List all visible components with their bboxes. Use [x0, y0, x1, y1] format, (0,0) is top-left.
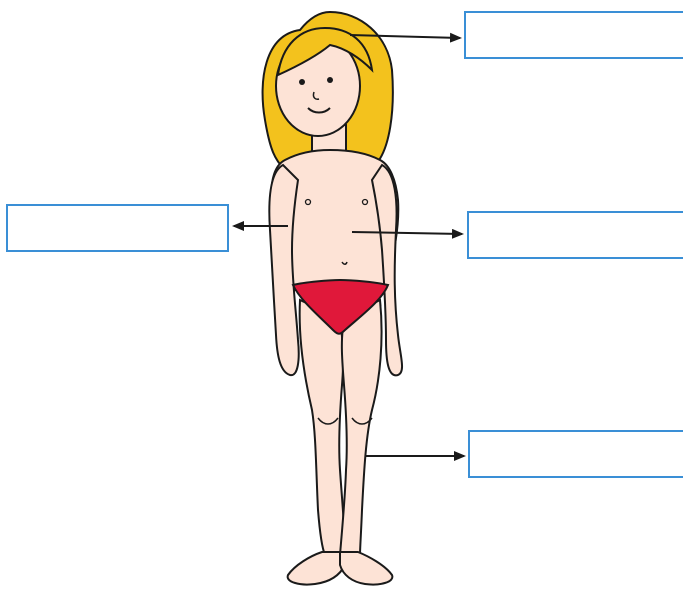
- label-box-knee[interactable]: [468, 430, 683, 478]
- label-box-arm[interactable]: [6, 204, 229, 252]
- label-box-torso[interactable]: [467, 211, 683, 259]
- left-leg: [300, 300, 345, 555]
- right-eye: [327, 77, 333, 83]
- right-leg: [340, 300, 382, 555]
- right-foot: [340, 552, 392, 585]
- label-box-hair[interactable]: [464, 11, 683, 59]
- left-foot: [288, 552, 345, 585]
- left-eye: [299, 79, 305, 85]
